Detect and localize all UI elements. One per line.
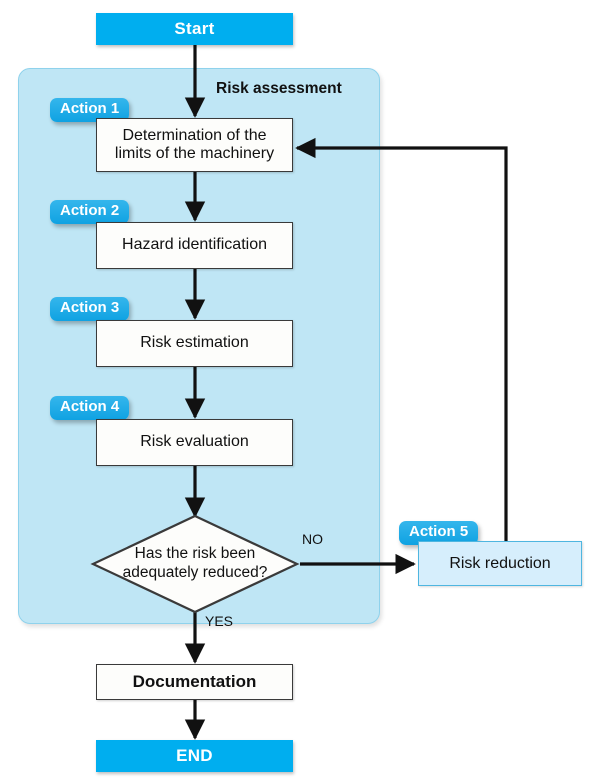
- node-end[interactable]: END: [96, 740, 293, 772]
- node-start[interactable]: Start: [96, 13, 293, 45]
- badge-action-3: Action 3: [50, 297, 130, 321]
- node-risk-evaluation[interactable]: Risk evaluation: [96, 419, 293, 466]
- node-documentation[interactable]: Documentation: [96, 664, 293, 700]
- edge-label-yes: YES: [205, 613, 234, 629]
- badge-action-1: Action 1: [50, 98, 130, 122]
- node-determination-line-1: Determination of the: [122, 126, 267, 144]
- node-risk-estimation[interactable]: Risk estimation: [96, 320, 293, 367]
- risk-assessment-group-label: Risk assessment: [216, 80, 342, 97]
- node-determination-of-limits[interactable]: Determination of the limits of the machi…: [96, 118, 293, 172]
- node-hazard-identification[interactable]: Hazard identification: [96, 222, 293, 269]
- edge-label-no: NO: [302, 531, 323, 547]
- badge-action-4: Action 4: [50, 396, 130, 420]
- node-determination-line-2: limits of the machinery: [114, 145, 275, 162]
- node-risk-reduction[interactable]: Risk reduction: [418, 541, 582, 586]
- node-decision-risk-reduced[interactable]: Has the risk been adequately reduced?: [90, 514, 300, 614]
- badge-action-2: Action 2: [50, 200, 130, 224]
- badge-action-5: Action 5: [399, 521, 479, 545]
- decision-diamond-shape: [90, 514, 300, 614]
